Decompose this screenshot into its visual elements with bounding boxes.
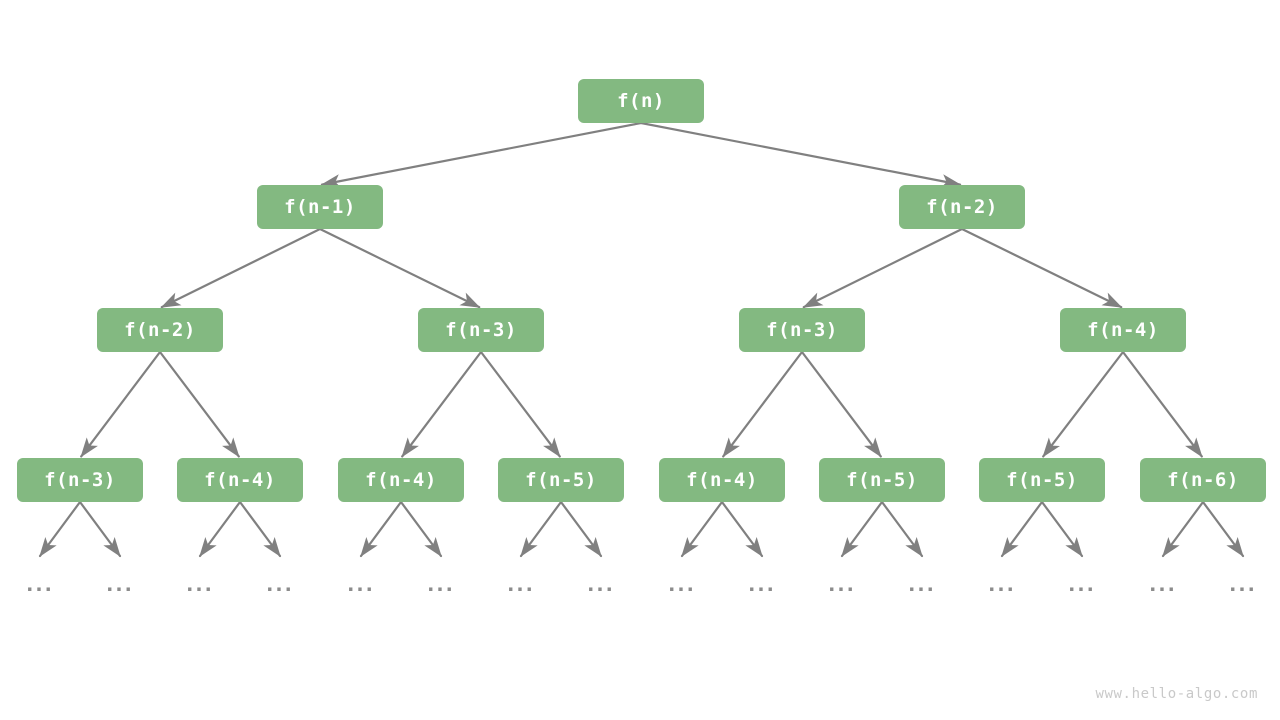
leaf-stub-n14-left: [1161, 500, 1205, 558]
ellipsis-n10-right: ...: [587, 574, 615, 596]
ellipsis-n11-right: ...: [748, 574, 776, 596]
leaf-stub-edges: [38, 500, 1245, 558]
tree-node-n3: f(n-2): [97, 308, 223, 352]
edge-n1-to-n3: [160, 227, 322, 309]
tree-node-n13: f(n-5): [979, 458, 1105, 502]
tree-node-n1: f(n-1): [257, 185, 383, 229]
leaf-stub-n9-right: [399, 500, 443, 558]
leaf-stub-n13-right: [1040, 500, 1084, 558]
leaf-stub-n7-right: [78, 500, 122, 558]
leaf-stub-n12-left: [840, 500, 884, 558]
ellipsis-n7-right: ...: [106, 574, 134, 596]
tree-node-n6: f(n-4): [1060, 308, 1186, 352]
edge-n5-to-n12: [800, 350, 882, 458]
tree-node-n11: f(n-4): [659, 458, 785, 502]
leaf-stub-n7-left: [38, 500, 82, 558]
ellipsis-n9-right: ...: [427, 574, 455, 596]
leaf-stub-n8-right: [238, 500, 282, 558]
edge-n3-to-n7: [80, 350, 162, 458]
tree-node-n5: f(n-3): [739, 308, 865, 352]
ellipsis-n14-right: ...: [1229, 574, 1257, 596]
edge-n2-to-n6: [960, 227, 1123, 309]
ellipsis-n12-left: ...: [828, 574, 856, 596]
edge-n5-to-n11: [722, 350, 804, 458]
tree-node-n4: f(n-3): [418, 308, 544, 352]
edge-n6-to-n14: [1121, 350, 1203, 458]
leaf-stub-n8-left: [198, 500, 242, 558]
watermark: www.hello-algo.com: [1095, 686, 1258, 702]
tree-node-n14: f(n-6): [1140, 458, 1266, 502]
ellipsis-n8-right: ...: [266, 574, 294, 596]
edge-n3-to-n8: [158, 350, 240, 458]
tree-node-n7: f(n-3): [17, 458, 143, 502]
edge-n4-to-n9: [401, 350, 483, 458]
tree-node-n8: f(n-4): [177, 458, 303, 502]
ellipsis-n11-left: ...: [668, 574, 696, 596]
ellipsis-n7-left: ...: [26, 574, 54, 596]
tree-edges: [80, 121, 1203, 458]
leaf-stub-n11-left: [680, 500, 724, 558]
tree-node-n9: f(n-4): [338, 458, 464, 502]
ellipsis-n13-left: ...: [988, 574, 1016, 596]
leaf-stub-n11-right: [720, 500, 764, 558]
tree-node-n2: f(n-2): [899, 185, 1025, 229]
edge-n1-to-n4: [318, 227, 481, 309]
leaf-stub-n12-right: [880, 500, 924, 558]
edge-n2-to-n5: [802, 227, 964, 309]
ellipsis-n12-right: ...: [908, 574, 936, 596]
leaf-stub-n14-right: [1201, 500, 1245, 558]
ellipsis-n13-right: ...: [1068, 574, 1096, 596]
leaf-stub-n10-left: [519, 500, 563, 558]
edge-n4-to-n10: [479, 350, 561, 458]
tree-node-n12: f(n-5): [819, 458, 945, 502]
edge-n0-to-n1: [320, 121, 643, 189]
leaf-stub-n13-left: [1000, 500, 1044, 558]
leaf-stub-n10-right: [559, 500, 603, 558]
ellipsis-n9-left: ...: [347, 574, 375, 596]
ellipsis-n14-left: ...: [1149, 574, 1177, 596]
tree-node-n10: f(n-5): [498, 458, 624, 502]
edge-n6-to-n13: [1042, 350, 1125, 458]
tree-node-n0: f(n): [578, 79, 704, 123]
leaf-stub-n9-left: [359, 500, 403, 558]
ellipsis-n8-left: ...: [186, 574, 214, 596]
edge-n0-to-n2: [639, 121, 962, 189]
ellipsis-n10-left: ...: [507, 574, 535, 596]
